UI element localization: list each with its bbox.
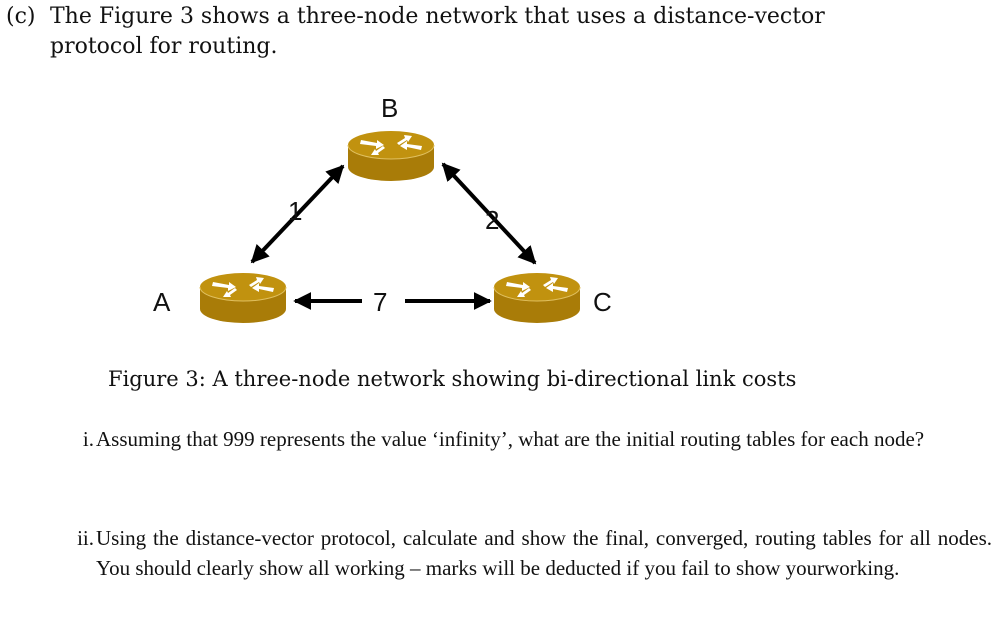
router-c-icon xyxy=(493,272,581,324)
node-label-c: C xyxy=(593,287,612,317)
cost-label-b-c: 2 xyxy=(485,205,499,235)
question-intro: (c) The Figure 3 shows a three-node netwo… xyxy=(6,2,886,62)
intro-line-1: The Figure 3 shows a three-node network … xyxy=(50,4,825,29)
sub-question-number: ii. xyxy=(77,526,94,550)
sub-question-i: i. Assuming that 999 represents the valu… xyxy=(60,424,992,454)
node-label-a: A xyxy=(153,287,171,317)
part-label: (c) xyxy=(6,4,36,29)
link-b-c xyxy=(441,162,537,265)
sub-question-text: Assuming that 999 represents the value ‘… xyxy=(96,427,925,451)
sub-question-number: i. xyxy=(82,427,94,451)
node-label-b: B xyxy=(381,93,398,123)
intro-line-2: protocol for routing. xyxy=(50,34,278,59)
router-b-icon xyxy=(347,130,435,182)
figure-caption: Figure 3: A three-node network showing b… xyxy=(108,367,797,391)
sub-question-text: Using the distance-vector protocol, calc… xyxy=(96,526,992,580)
cost-label-a-c: 7 xyxy=(373,287,387,317)
link-a-b xyxy=(250,164,345,264)
router-a-icon xyxy=(199,272,287,324)
sub-question-ii: ii. Using the distance-vector protocol, … xyxy=(60,523,992,583)
cost-label-a-b: 1 xyxy=(288,196,302,226)
